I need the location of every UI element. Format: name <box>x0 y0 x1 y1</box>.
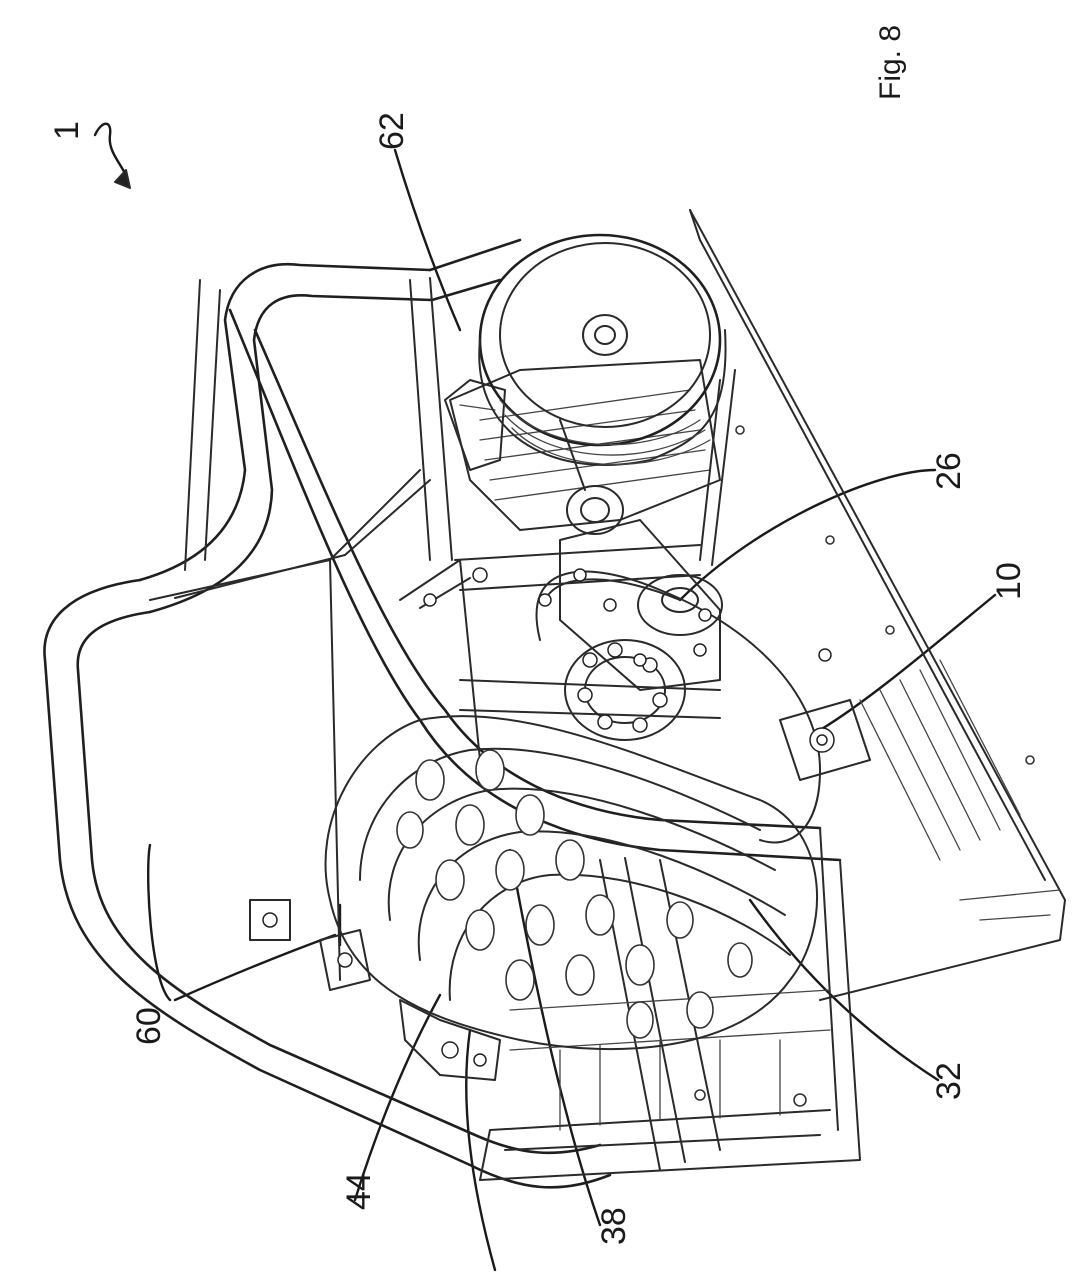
ref-62: 62 <box>373 112 411 150</box>
ref-32: 32 <box>930 1062 968 1100</box>
rotor-housing <box>249 715 819 1081</box>
leader-60-brace <box>146 843 172 1002</box>
large-pulley <box>478 233 736 566</box>
ref-1: 1 <box>48 121 86 140</box>
ref-26: 26 <box>930 452 968 490</box>
leader-unlabeled <box>464 1028 497 1272</box>
leader-26 <box>678 468 937 602</box>
end-disk <box>423 567 871 844</box>
ref-60: 60 <box>130 1007 168 1045</box>
leader-10 <box>818 593 997 732</box>
ref-38: 38 <box>595 1207 633 1245</box>
leader-1 <box>93 122 128 177</box>
base-plate <box>689 209 1066 1001</box>
ref-10: 10 <box>990 562 1028 600</box>
reference-numerals: 1 62 26 10 60 32 44 38 <box>48 112 1028 1245</box>
leader-62 <box>393 148 462 332</box>
tubular-frame <box>43 238 1021 1189</box>
motor-assembly <box>444 359 723 691</box>
leader-38 <box>508 848 602 1227</box>
leader-60-a <box>173 933 337 1002</box>
leader-1-arrowhead <box>114 169 131 189</box>
leader-lines <box>93 122 997 1272</box>
figure-label: Fig. 8 <box>874 25 907 100</box>
leader-44 <box>353 993 442 1202</box>
